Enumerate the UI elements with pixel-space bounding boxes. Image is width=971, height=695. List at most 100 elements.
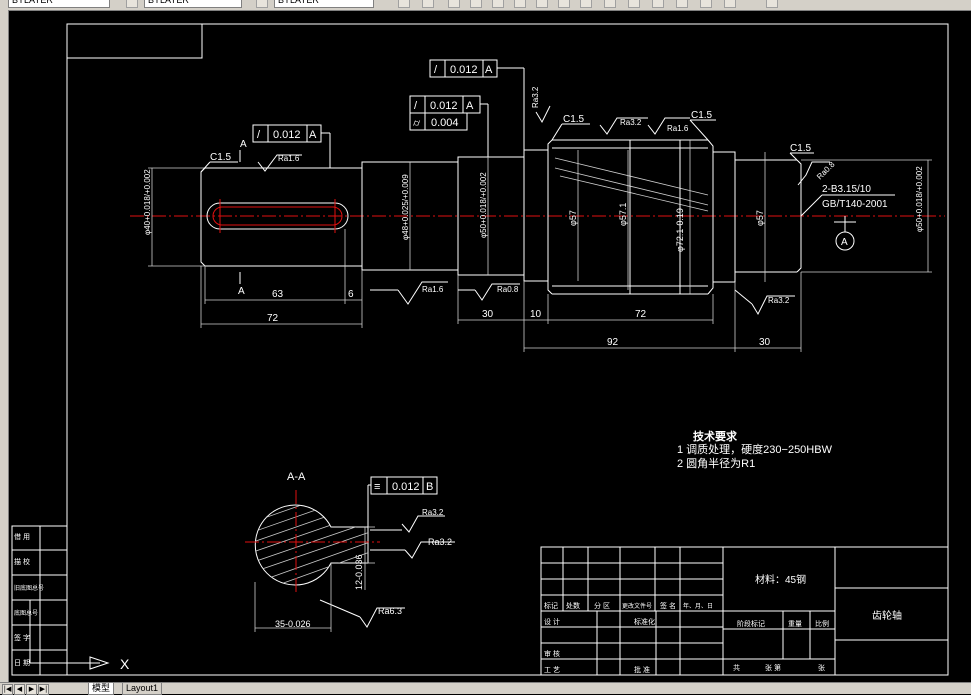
dim-30-left: 30 [482,309,494,320]
svg-text:0.012: 0.012 [392,481,420,493]
svg-text:标准化: 标准化 [634,617,655,626]
svg-text:审 核: 审 核 [544,649,560,658]
title-block: 材料：45钢 齿轮轴 标记 处数 分 区 更改文件号 签 名 年、月、日 设 计… [540,546,949,676]
tolerance-frame: / 0.012 A [252,124,331,168]
svg-text:0.004: 0.004 [431,117,459,129]
roughness-label: Ra3.2 [620,118,642,127]
dim-10: 10 [530,309,542,320]
svg-text:/: / [257,129,261,141]
roughness-label: Ra1.6 [422,285,444,294]
dim-35: 35-0.026 [275,619,311,629]
svg-text:阶段标记: 阶段标记 [737,619,765,628]
dim-dia-50-right: φ50+0.018/+0.002 [915,166,924,232]
dim-6: 6 [348,289,354,300]
side-label: 旧底图总号 [14,584,44,592]
dim-dia-40: φ40+0.018/+0.002 [143,169,152,235]
stretch-icon[interactable] [580,0,592,8]
svg-text:A: A [485,64,493,76]
shaft-outline [200,139,802,295]
trim-icon[interactable] [604,0,616,8]
svg-text:A: A [466,100,474,112]
svg-text:/: / [434,64,438,76]
dim-dia-50-left: φ50+0.018/+0.002 [479,172,488,238]
last-tab-button[interactable]: ▶| [38,684,49,695]
chamfer-icon[interactable] [676,0,688,8]
svg-text:标记: 标记 [544,601,558,610]
svg-text:/: / [414,100,418,112]
svg-text:比例: 比例 [815,619,829,628]
scale-icon[interactable] [558,0,570,8]
svg-text:重量: 重量 [788,620,802,628]
svg-text:工 艺: 工 艺 [544,666,560,674]
linetype-combo[interactable]: BYLAYER [144,0,242,8]
svg-text:⌭: ⌭ [413,118,421,129]
side-label: 借 用 [14,532,30,541]
layer-combo[interactable]: BYLAYER [8,0,110,8]
dim-72-right: 72 [635,309,647,320]
chamfer-leaders [200,119,814,173]
explode-icon[interactable] [766,0,778,8]
color-icon[interactable] [126,0,138,8]
svg-text:≡: ≡ [374,481,380,493]
copy-icon[interactable] [448,0,460,8]
svg-text:处数: 处数 [566,601,580,610]
prev-tab-button[interactable]: ◀ [14,684,25,695]
break-icon[interactable] [652,0,664,8]
datum-a-marker: A [834,216,856,251]
roughness-label: Ra6.3 [378,606,402,616]
svg-text:B: B [426,481,433,493]
roughness-label: Ra3.2 [428,537,452,547]
tolerance-frame: / 0.012 A ⌭ 0.004 [409,95,489,157]
lineweight-icon[interactable] [256,0,268,8]
part-name: 齿轮轴 [872,609,902,622]
array-icon[interactable] [724,0,736,8]
side-label: 底图总号 [14,609,38,617]
dim-dia-48: φ48+0.025/+0.009 [401,174,410,240]
dim-12: 12-0.036 [354,554,364,590]
roughness-label: Ra0.8 [815,160,837,182]
diameter-dims [148,140,932,294]
roughness-label: Ra3.2 [422,508,444,517]
mirror-icon[interactable] [470,0,482,8]
side-columns: 借 用 描 校 旧底图总号 底图总号 签 字 日 期 [11,525,68,676]
pencil-icon[interactable] [398,0,410,8]
rotate-icon[interactable] [536,0,548,8]
first-tab-button[interactable]: |◀ [2,684,13,695]
chamfer-label: C1.5 [691,110,713,121]
svg-text:张: 张 [818,663,825,672]
svg-text:分 区: 分 区 [594,601,610,610]
tab-model[interactable]: 模型 [88,683,115,695]
roughness-label: Ra3.2 [768,296,790,305]
dim-30-right: 30 [759,337,771,348]
tech-req-item: 1 调质处理，硬度230−250HBW [677,442,833,456]
dim-dia-72-1: φ72.1-0.19 [675,208,685,252]
lineweight-combo[interactable]: BYLAYER [274,0,374,8]
svg-text:设 计: 设 计 [544,617,560,626]
svg-text:张 第: 张 第 [765,663,781,672]
left-toolbar [0,10,9,682]
svg-text:0.012: 0.012 [430,100,458,112]
dim-72-left: 72 [267,313,279,324]
next-tab-button[interactable]: ▶ [26,684,37,695]
svg-text:GB/T140-2001: GB/T140-2001 [822,199,888,210]
fillet-icon[interactable] [700,0,712,8]
chamfer-label: C1.5 [210,152,232,163]
section-mark-top: A [240,139,247,150]
roughness-label: Ra3.2 [531,86,540,108]
svg-text:更改文件号: 更改文件号 [622,602,652,610]
section-label: A-A [287,471,306,483]
center-hole-note: 2-B3.15/10 GB/T140-2001 [800,184,895,217]
eraser-icon[interactable] [422,0,434,8]
ucs-x-label: X [120,656,130,672]
extend-icon[interactable] [628,0,640,8]
drawing-canvas[interactable]: 借 用 描 校 旧底图总号 底图总号 签 字 日 期 X [9,10,971,682]
move-icon[interactable] [514,0,526,8]
layout-tab-bar: |◀ ◀ ▶ ▶| 模型 Layout1 [0,682,971,695]
svg-text:年、月、日: 年、月、日 [683,602,713,610]
offset-icon[interactable] [492,0,504,8]
svg-text:批 准: 批 准 [634,665,650,674]
tab-layout1[interactable]: Layout1 [122,683,163,695]
svg-text:0.012: 0.012 [450,64,478,76]
svg-text:签 名: 签 名 [660,601,676,610]
svg-text:A: A [309,129,317,141]
